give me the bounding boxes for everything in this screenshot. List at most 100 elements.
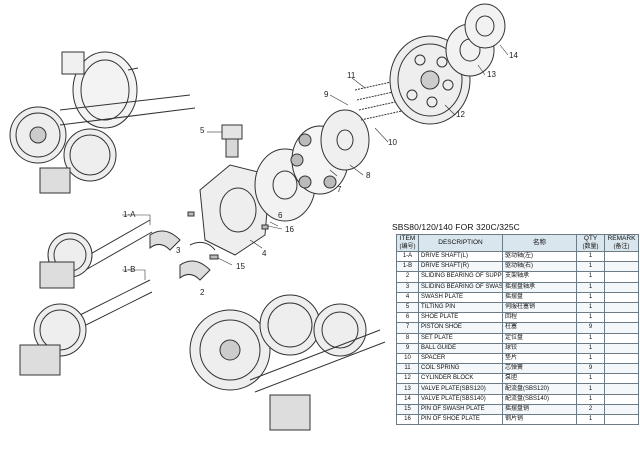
cell-item: 10: [396, 352, 419, 365]
callout-11: 11: [347, 71, 356, 80]
cell-item: 1-A: [396, 250, 419, 263]
cell-item: 13: [396, 383, 419, 395]
cell-name-cn: 摇摆盘: [502, 291, 577, 303]
callout-5: 5: [200, 126, 205, 135]
cell-description: CYLINDER BLOCK: [418, 373, 503, 385]
cell-item: 12: [396, 373, 419, 385]
cell-description: SLIDING BEARING OF SUPPORT: [418, 271, 503, 283]
cell-item: 6: [396, 312, 419, 324]
cell-description: VALVE PLATE(SBS120): [418, 383, 503, 395]
callout-6: 6: [278, 211, 283, 220]
cell-item: 3: [396, 281, 419, 293]
valve-plate-14: [464, 3, 506, 49]
cell-qty: 1: [576, 342, 605, 354]
callout-3: 3: [176, 246, 181, 255]
cell-item: 16: [396, 413, 419, 426]
cell-name-cn: 定位盘: [502, 332, 577, 344]
cell-qty: 1: [576, 281, 605, 293]
cell-description: TILTING PIN: [418, 301, 503, 314]
cell-remark: [604, 393, 639, 405]
cell-name-cn: 泵胆: [502, 373, 577, 385]
cell-remark: [604, 352, 639, 365]
cell-remark: [604, 281, 639, 293]
cell-item: 4: [396, 291, 419, 303]
header-qty: QTY(数量): [576, 234, 605, 252]
cell-qty: 1: [576, 332, 605, 344]
cell-qty: 1: [576, 312, 605, 324]
cell-qty: 1: [576, 250, 605, 263]
cell-item: 7: [396, 322, 419, 334]
header-name-cn: 名称: [502, 234, 577, 252]
cell-name-cn: 伺服柱塞销: [502, 301, 577, 314]
cell-qty: 1: [576, 301, 605, 314]
callout-12: 12: [456, 110, 465, 119]
cell-description: PIN OF SWASH PLATE: [418, 403, 503, 416]
header-description: DESCRIPTION: [418, 234, 503, 252]
cell-description: DRIVE SHAFT(L): [418, 250, 503, 263]
cell-qty: 1: [576, 373, 605, 385]
cell-remark: [604, 301, 639, 314]
header-item: ITEM(编号): [396, 234, 419, 252]
cell-description: SHOE PLATE: [418, 312, 503, 324]
cell-remark: [604, 250, 639, 263]
drive-shaft-1b: [19, 279, 153, 376]
cell-name-cn: 配流盘(SBS120): [502, 383, 577, 395]
cell-remark: [604, 291, 639, 303]
cell-name-cn: 钢片销: [502, 413, 577, 426]
cell-description: VALVE PLATE(SBS140): [418, 393, 503, 405]
callout-7: 7: [337, 185, 342, 194]
cell-item: 1-B: [396, 261, 419, 273]
cell-name-cn: 摇摆盘销: [502, 403, 577, 416]
cell-item: 8: [396, 332, 419, 344]
cell-description: PISTON SHOE: [418, 322, 503, 334]
cell-remark: [604, 332, 639, 344]
parts-list-table: ITEM(编号) DESCRIPTION 名称 QTY(数量) REMARK(备…: [396, 234, 639, 426]
callout-14: 14: [509, 51, 518, 60]
cell-qty: 1: [576, 413, 605, 426]
cell-remark: [604, 342, 639, 354]
cell-remark: [604, 403, 639, 416]
cell-remark: [604, 383, 639, 395]
swash-plate-4: [199, 164, 271, 256]
tilting-pin-5: [221, 124, 243, 158]
cell-description: PIN OF SHOE PLATE: [418, 413, 503, 426]
cell-description: SWASH PLATE: [418, 291, 503, 303]
cell-item: 14: [396, 393, 419, 405]
cell-description: BALL GUIDE: [418, 342, 503, 354]
leader-lines: [122, 44, 509, 280]
callout-13: 13: [487, 70, 496, 79]
callout-4: 4: [262, 249, 267, 258]
cell-qty: 2: [576, 403, 605, 416]
assembled-pump-bottom: [189, 294, 386, 431]
cell-item: 5: [396, 301, 419, 314]
cell-qty: 1: [576, 261, 605, 273]
callout-9: 9: [324, 90, 329, 99]
cell-qty: 1: [576, 352, 605, 365]
cell-qty: 9: [576, 363, 605, 375]
assembled-pump-top-left: [9, 51, 196, 194]
cell-name-cn: 芯弹簧: [502, 363, 577, 375]
callout-16: 16: [285, 225, 294, 234]
cell-name-cn: 驱动轴(左): [502, 250, 577, 263]
cell-qty: 1: [576, 393, 605, 405]
cell-qty: 1: [576, 291, 605, 303]
cell-item: 2: [396, 271, 419, 283]
cell-description: COIL SPRING: [418, 363, 503, 375]
cell-remark: [604, 312, 639, 324]
